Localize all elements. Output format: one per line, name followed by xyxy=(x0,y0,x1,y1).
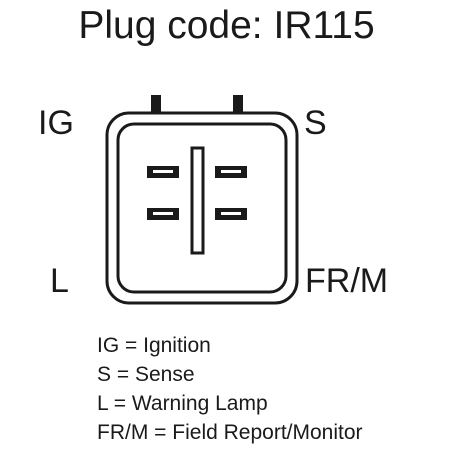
connector-top-tab-right xyxy=(233,95,243,114)
legend-code: S xyxy=(97,363,112,386)
legend-code: L xyxy=(97,392,108,415)
legend-row-fr-m: FR/M = Field Report/Monitor xyxy=(97,421,363,444)
terminal-ig xyxy=(147,166,179,178)
legend-row-l: L = Warning Lamp xyxy=(97,392,268,415)
terminal-l xyxy=(147,208,179,220)
pin-label-l: L xyxy=(50,262,69,300)
pin-label-ig: IG xyxy=(38,104,74,142)
legend-meaning: Sense xyxy=(134,363,195,386)
terminal-s xyxy=(215,166,247,178)
terminal-fr-m xyxy=(215,208,247,220)
pin-label-s: S xyxy=(304,104,327,142)
connector-top-tab-left xyxy=(151,95,161,114)
connector-center-key xyxy=(190,146,205,255)
plug-code-title: Plug code: IR115 xyxy=(78,4,375,47)
legend-row-s: S = Sense xyxy=(97,363,195,386)
pin-legend: IG = Ignition S = Sense L = Warning Lamp… xyxy=(97,331,363,447)
pin-label-fr-m: FR/M xyxy=(305,262,389,300)
connector-outer-housing xyxy=(105,111,299,305)
legend-meaning: Warning Lamp xyxy=(131,392,268,415)
legend-meaning: Field Report/Monitor xyxy=(172,421,363,444)
legend-meaning: Ignition xyxy=(143,334,211,357)
connector-inner-housing xyxy=(116,122,288,294)
legend-row-ig: IG = Ignition xyxy=(97,334,211,357)
legend-code: FR/M xyxy=(97,421,149,444)
legend-code: IG xyxy=(97,334,120,357)
